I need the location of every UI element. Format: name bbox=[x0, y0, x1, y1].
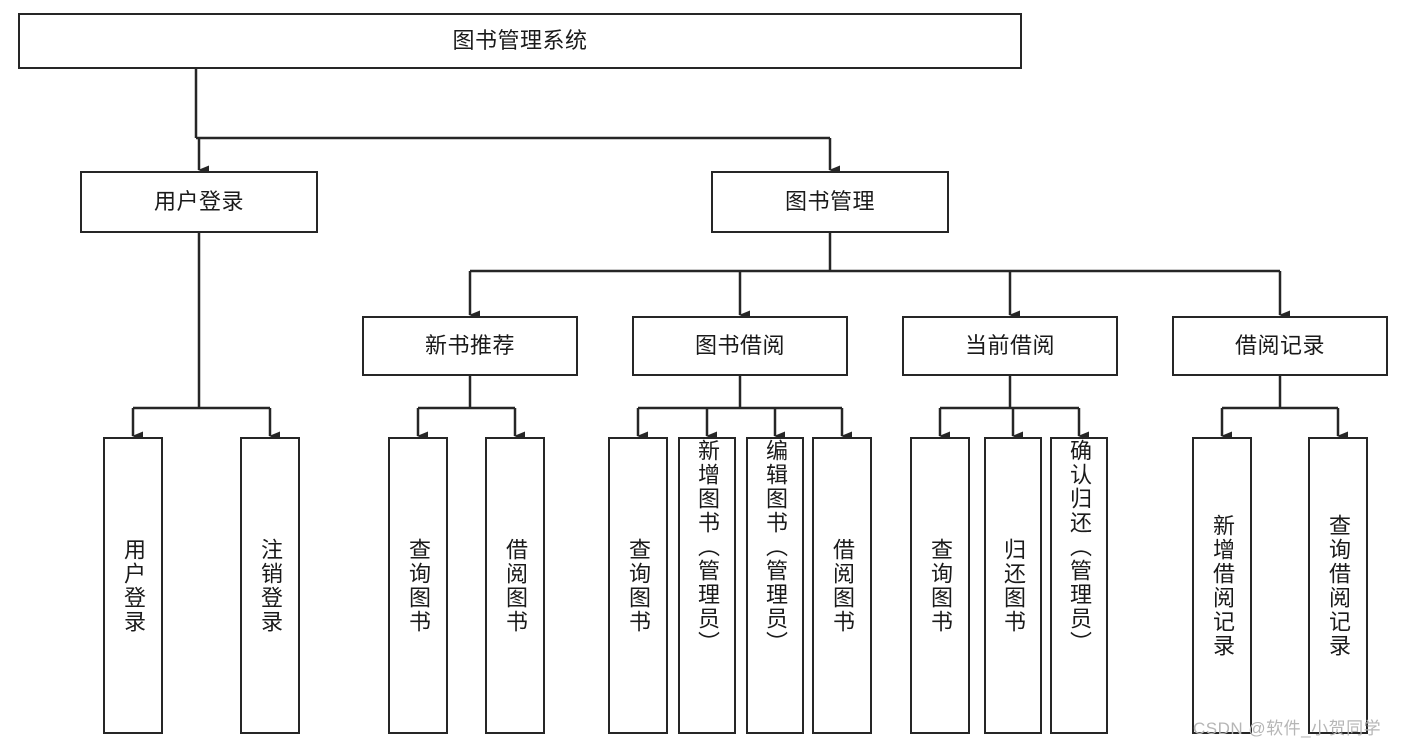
node-leaf-query-book-2[interactable]: 查询图书 bbox=[608, 437, 668, 734]
node-label-leaf-confirm-return: 确认归还（管理员） bbox=[1067, 439, 1092, 655]
node-leaf-borrow-book-1[interactable]: 借阅图书 bbox=[485, 437, 545, 734]
node-root[interactable]: 图书管理系统 bbox=[18, 13, 1022, 69]
node-user-login[interactable]: 用户登录 bbox=[80, 171, 318, 233]
node-label-current-borrow: 当前借阅 bbox=[964, 333, 1055, 359]
node-label-book-manage: 图书管理 bbox=[784, 189, 875, 215]
node-leaf-add-book[interactable]: 新增图书（管理员） bbox=[678, 437, 736, 734]
node-label-leaf-add-book: 新增图书（管理员） bbox=[695, 439, 720, 655]
node-label-leaf-borrow-book-2: 借阅图书 bbox=[830, 537, 855, 634]
edge-lines bbox=[131, 69, 1348, 441]
node-label-leaf-borrow-book-1: 借阅图书 bbox=[503, 537, 528, 634]
node-borrow-record[interactable]: 借阅记录 bbox=[1172, 316, 1388, 376]
node-label-borrow-record: 借阅记录 bbox=[1234, 333, 1325, 359]
node-leaf-confirm-return[interactable]: 确认归还（管理员） bbox=[1050, 437, 1108, 734]
node-leaf-add-record[interactable]: 新增借阅记录 bbox=[1192, 437, 1252, 734]
node-label-leaf-query-record: 查询借阅记录 bbox=[1326, 513, 1351, 658]
csdn-watermark: CSDN @软件_小贺同学 bbox=[1193, 719, 1382, 738]
node-leaf-borrow-book-2[interactable]: 借阅图书 bbox=[812, 437, 872, 734]
node-leaf-logout[interactable]: 注销登录 bbox=[240, 437, 300, 734]
node-label-leaf-query-book-1: 查询图书 bbox=[406, 537, 431, 634]
node-leaf-user-login[interactable]: 用户登录 bbox=[103, 437, 163, 734]
node-label-root: 图书管理系统 bbox=[452, 28, 588, 54]
node-label-user-login: 用户登录 bbox=[153, 189, 244, 215]
node-new-book-rec[interactable]: 新书推荐 bbox=[362, 316, 578, 376]
node-leaf-return-book[interactable]: 归还图书 bbox=[984, 437, 1042, 734]
node-leaf-query-book-1[interactable]: 查询图书 bbox=[388, 437, 448, 734]
node-label-leaf-query-book-3: 查询图书 bbox=[928, 537, 953, 634]
node-label-leaf-return-book: 归还图书 bbox=[1001, 537, 1026, 634]
node-leaf-query-book-3[interactable]: 查询图书 bbox=[910, 437, 970, 734]
node-label-new-book-rec: 新书推荐 bbox=[424, 333, 515, 359]
node-current-borrow[interactable]: 当前借阅 bbox=[902, 316, 1118, 376]
node-label-leaf-query-book-2: 查询图书 bbox=[626, 537, 651, 634]
node-label-leaf-edit-book: 编辑图书（管理员） bbox=[763, 439, 788, 655]
node-label-book-borrow: 图书借阅 bbox=[694, 333, 785, 359]
node-label-leaf-user-login: 用户登录 bbox=[121, 537, 146, 634]
node-book-borrow[interactable]: 图书借阅 bbox=[632, 316, 848, 376]
node-leaf-query-record[interactable]: 查询借阅记录 bbox=[1308, 437, 1368, 734]
node-label-leaf-add-record: 新增借阅记录 bbox=[1210, 513, 1235, 658]
node-label-leaf-logout: 注销登录 bbox=[258, 537, 283, 634]
node-leaf-edit-book[interactable]: 编辑图书（管理员） bbox=[746, 437, 804, 734]
node-book-manage[interactable]: 图书管理 bbox=[711, 171, 949, 233]
